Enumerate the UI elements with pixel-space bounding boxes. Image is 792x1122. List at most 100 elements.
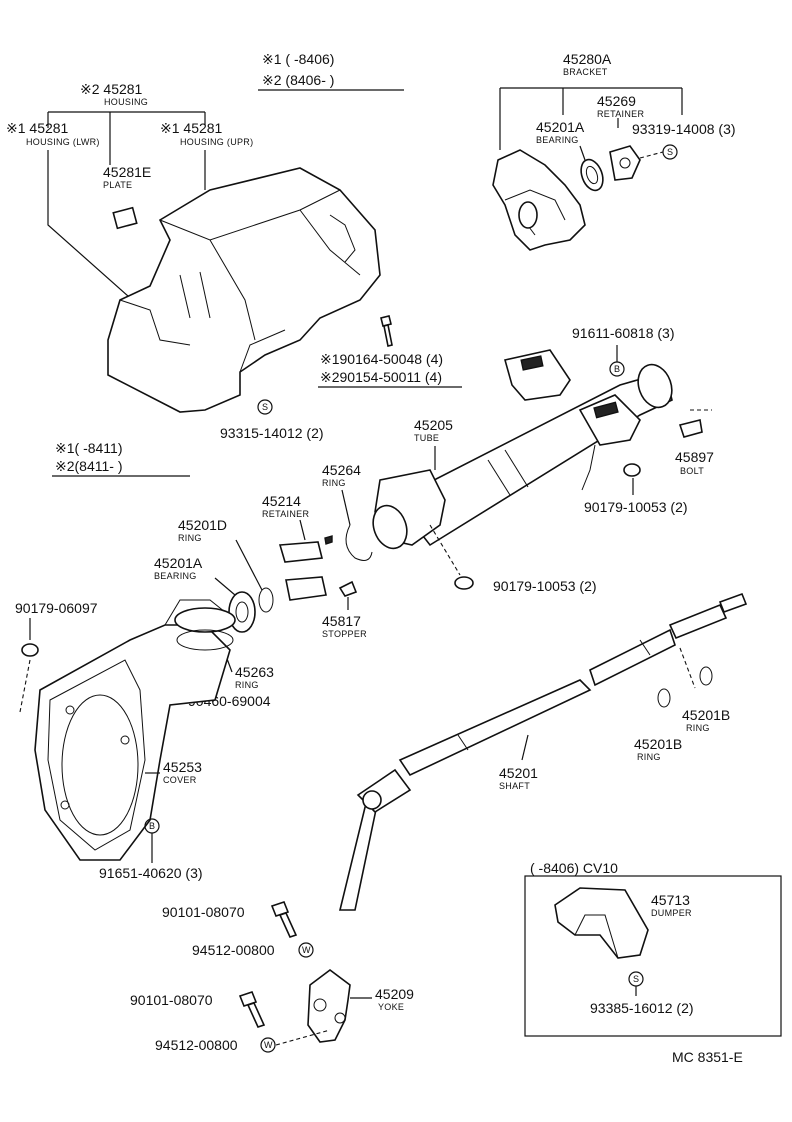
label-45713-name: DUMPER	[651, 908, 692, 918]
label-45253-name: COVER	[163, 775, 197, 785]
label-93319: 93319-14008 (3)	[632, 121, 736, 137]
label-45269: 45269	[597, 93, 636, 109]
label-45253: 45253	[163, 759, 202, 775]
leader-45201a-top	[579, 145, 586, 161]
w-symbol-94512-a-text: W	[302, 945, 311, 955]
label-45205: 45205	[414, 417, 453, 433]
w-symbol-94512-b-text: W	[264, 1040, 273, 1050]
bolt-90101-a-drawing	[270, 901, 298, 938]
nut-90179-b-drawing	[454, 576, 474, 590]
label-94512-a: 94512-00800	[192, 942, 275, 958]
housing-bracket-lines	[47, 111, 206, 165]
label-45817-name: STOPPER	[322, 629, 367, 639]
label-45897-name: BOLT	[680, 466, 704, 476]
diagram-code: MC 8351-E	[672, 1049, 743, 1065]
stopper-45817-drawing	[338, 580, 358, 597]
label-45280a: 45280A	[563, 51, 612, 67]
s-symbol-93385-text: S	[633, 974, 639, 984]
label-90179-06097: 90179-06097	[15, 600, 98, 616]
label-45201a-top: 45201A	[536, 119, 585, 135]
leader-45201d	[235, 539, 263, 591]
label-45269-name: RETAINER	[597, 109, 644, 119]
label-90179-10053-b: 90179-10053 (2)	[493, 578, 597, 594]
nut-90179-06097	[21, 643, 39, 657]
label-90179-10053-a: 90179-10053 (2)	[584, 499, 688, 515]
ring-45201d-drawing	[258, 587, 274, 613]
s-symbol-93315-text: S	[262, 402, 268, 412]
bearing-45201a-drawing	[228, 591, 256, 633]
label-45281-lwr: ※1 45281	[6, 120, 69, 136]
s-symbol-93319-text: S	[667, 147, 673, 157]
label-93315: 93315-14012 (2)	[220, 425, 324, 441]
label-45281-upr-name: HOUSING (UPR)	[180, 137, 253, 147]
label-90101-a: 90101-08070	[162, 904, 245, 920]
bracket-drawing	[492, 145, 641, 251]
dash-45201b	[679, 647, 696, 689]
label-91651: 91651-40620 (3)	[99, 865, 203, 881]
label-45280a-name: BRACKET	[563, 67, 608, 77]
label-45264-name: RING	[322, 478, 346, 488]
inset-box	[524, 875, 782, 1037]
ring-45201b-r	[699, 666, 713, 686]
label-90101-b: 90101-08070	[130, 992, 213, 1008]
leader-45214	[299, 519, 306, 541]
label-45209: 45209	[375, 986, 414, 1002]
shaft-45201-drawing	[338, 592, 748, 911]
ring-45264-drawing	[345, 524, 373, 561]
dash-90179-b	[429, 524, 461, 576]
leader-45264	[341, 489, 351, 526]
note-mid-2: ※2(8411- )	[55, 458, 123, 474]
label-94512-b: 94512-00800	[155, 1037, 238, 1053]
label-91611: 91611-60818 (3)	[572, 325, 674, 341]
leader-45281-lwr	[47, 150, 129, 297]
label-45281e: 45281E	[103, 164, 151, 180]
s-symbol-93315	[257, 399, 273, 415]
label-45201a-mid-name: BEARING	[154, 571, 197, 581]
bolt-45897-drawing	[678, 419, 703, 438]
b-symbol-91611	[609, 361, 625, 377]
bolt-90101-b-drawing	[238, 991, 266, 1028]
label-45201b-r-name: RING	[686, 723, 710, 733]
label-190164: ※190164-50048 (4)	[320, 351, 443, 367]
retainer-45214-drawing	[278, 535, 333, 601]
label-45201: 45201	[499, 765, 538, 781]
screw-drawing	[380, 315, 393, 347]
nut-90179-a	[623, 463, 641, 477]
b-symbol-91651-text: B	[149, 821, 155, 831]
ring-45201b-l	[657, 688, 671, 708]
label-45263: 45263	[235, 664, 274, 680]
bracket-grouping-lines	[499, 87, 683, 150]
label-45201b-r: 45201B	[682, 707, 730, 723]
label-45281-upr: ※1 45281	[160, 120, 223, 136]
label-45713: 45713	[651, 892, 690, 908]
label-45281e-name: PLATE	[103, 180, 132, 190]
b-symbol-91611-text: B	[614, 364, 620, 374]
label-45201d-name: RING	[178, 533, 202, 543]
dash-94512-b	[275, 1029, 331, 1046]
label-45214-name: RETAINER	[262, 509, 309, 519]
label-45201a-mid: 45201A	[154, 555, 203, 571]
label-45201a-top-name: BEARING	[536, 135, 579, 145]
label-45205-name: TUBE	[414, 433, 439, 443]
dash-90179-06097	[19, 659, 31, 713]
leader-45201a-mid	[214, 577, 236, 596]
note-top-1: ※1 ( -8406)	[262, 51, 334, 67]
label-45281: ※2 45281	[80, 81, 143, 97]
dash-93319	[639, 151, 664, 159]
leader-45201	[521, 734, 529, 761]
label-45209-name: YOKE	[378, 1002, 404, 1012]
yoke-45209-drawing	[307, 969, 351, 1043]
label-45201b-l: 45201B	[634, 736, 682, 752]
label-45897: 45897	[675, 449, 714, 465]
housing-drawing	[107, 167, 381, 413]
w-symbol-94512-a	[298, 942, 314, 958]
label-45201b-l-name: RING	[637, 752, 661, 762]
label-45201-name: SHAFT	[499, 781, 530, 791]
label-45817: 45817	[322, 613, 361, 629]
w-symbol-94512-b	[260, 1037, 276, 1053]
label-45263-name: RING	[235, 680, 259, 690]
label-45281-name: HOUSING	[104, 97, 148, 107]
cover-45253-drawing	[34, 599, 236, 861]
tube-drawing	[372, 349, 673, 550]
note-top-2: ※2 (8406- )	[262, 72, 334, 88]
